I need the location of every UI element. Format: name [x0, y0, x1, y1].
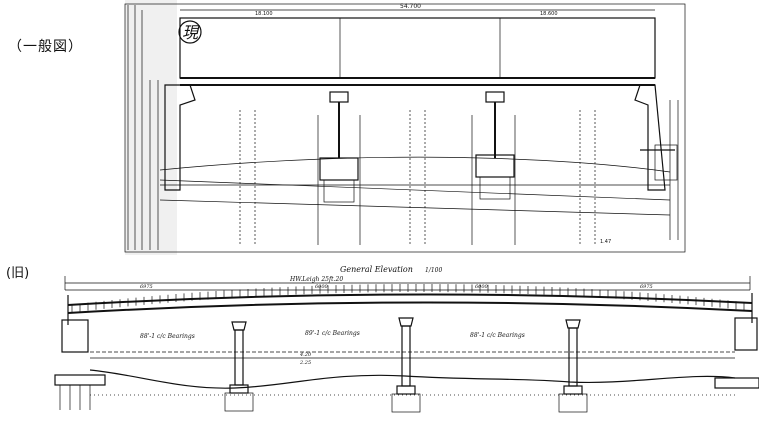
scale-label: 1/100: [425, 267, 442, 274]
left-abutment: [164, 84, 196, 191]
river-bed: [89, 369, 736, 389]
pier-right: [471, 91, 516, 245]
water-label-1: 4.20: [299, 352, 312, 358]
left-margin-hatch: [125, 0, 177, 255]
span-end-dim: 6975: [640, 284, 653, 290]
span-mid-dim: 6000: [315, 284, 329, 290]
top-dimension-left: 18.100: [255, 11, 273, 17]
right-abutment: [634, 84, 666, 191]
svg-text:1.47: 1.47: [600, 239, 611, 245]
current-label: 現: [182, 23, 200, 42]
old-pier-2: [391, 317, 421, 413]
current-drawing: 54.700 18.100 18.600 現: [124, 0, 686, 255]
top-dimension-right: 18.600: [540, 11, 558, 17]
general-drawing-label: （一般図）: [8, 39, 83, 55]
water-label-2: 2.25: [299, 360, 311, 366]
general-elevation-title: General Elevation: [340, 265, 413, 274]
deck-bottom-chord: [67, 301, 753, 314]
bearings-label-2: 89'-1 c/c Bearings: [305, 330, 360, 337]
deck-top-chord: [67, 293, 753, 306]
bearings-label-1: 88'-1 c/c Bearings: [140, 333, 195, 340]
old-label: (旧): [6, 266, 30, 281]
old-pier-1: [224, 321, 254, 412]
top-dimension: 54.700: [400, 3, 421, 10]
span-right-dim: 6000: [475, 284, 489, 290]
high-water-label: HW.Leigh 25ft.20: [289, 276, 343, 283]
old-drawing: General Elevation 1/100 HW.Leigh 25ft.20…: [54, 265, 759, 413]
drawing-frame: [124, 3, 686, 253]
old-left-abutment: [61, 319, 89, 353]
bearings-label-3: 88'-1 c/c Bearings: [470, 332, 525, 339]
old-pier-3: [558, 319, 588, 413]
deck-outline: [179, 17, 656, 79]
span-left-dim: 6975: [140, 284, 153, 290]
old-right-abutment: [734, 317, 758, 351]
pier-left: [317, 91, 361, 245]
